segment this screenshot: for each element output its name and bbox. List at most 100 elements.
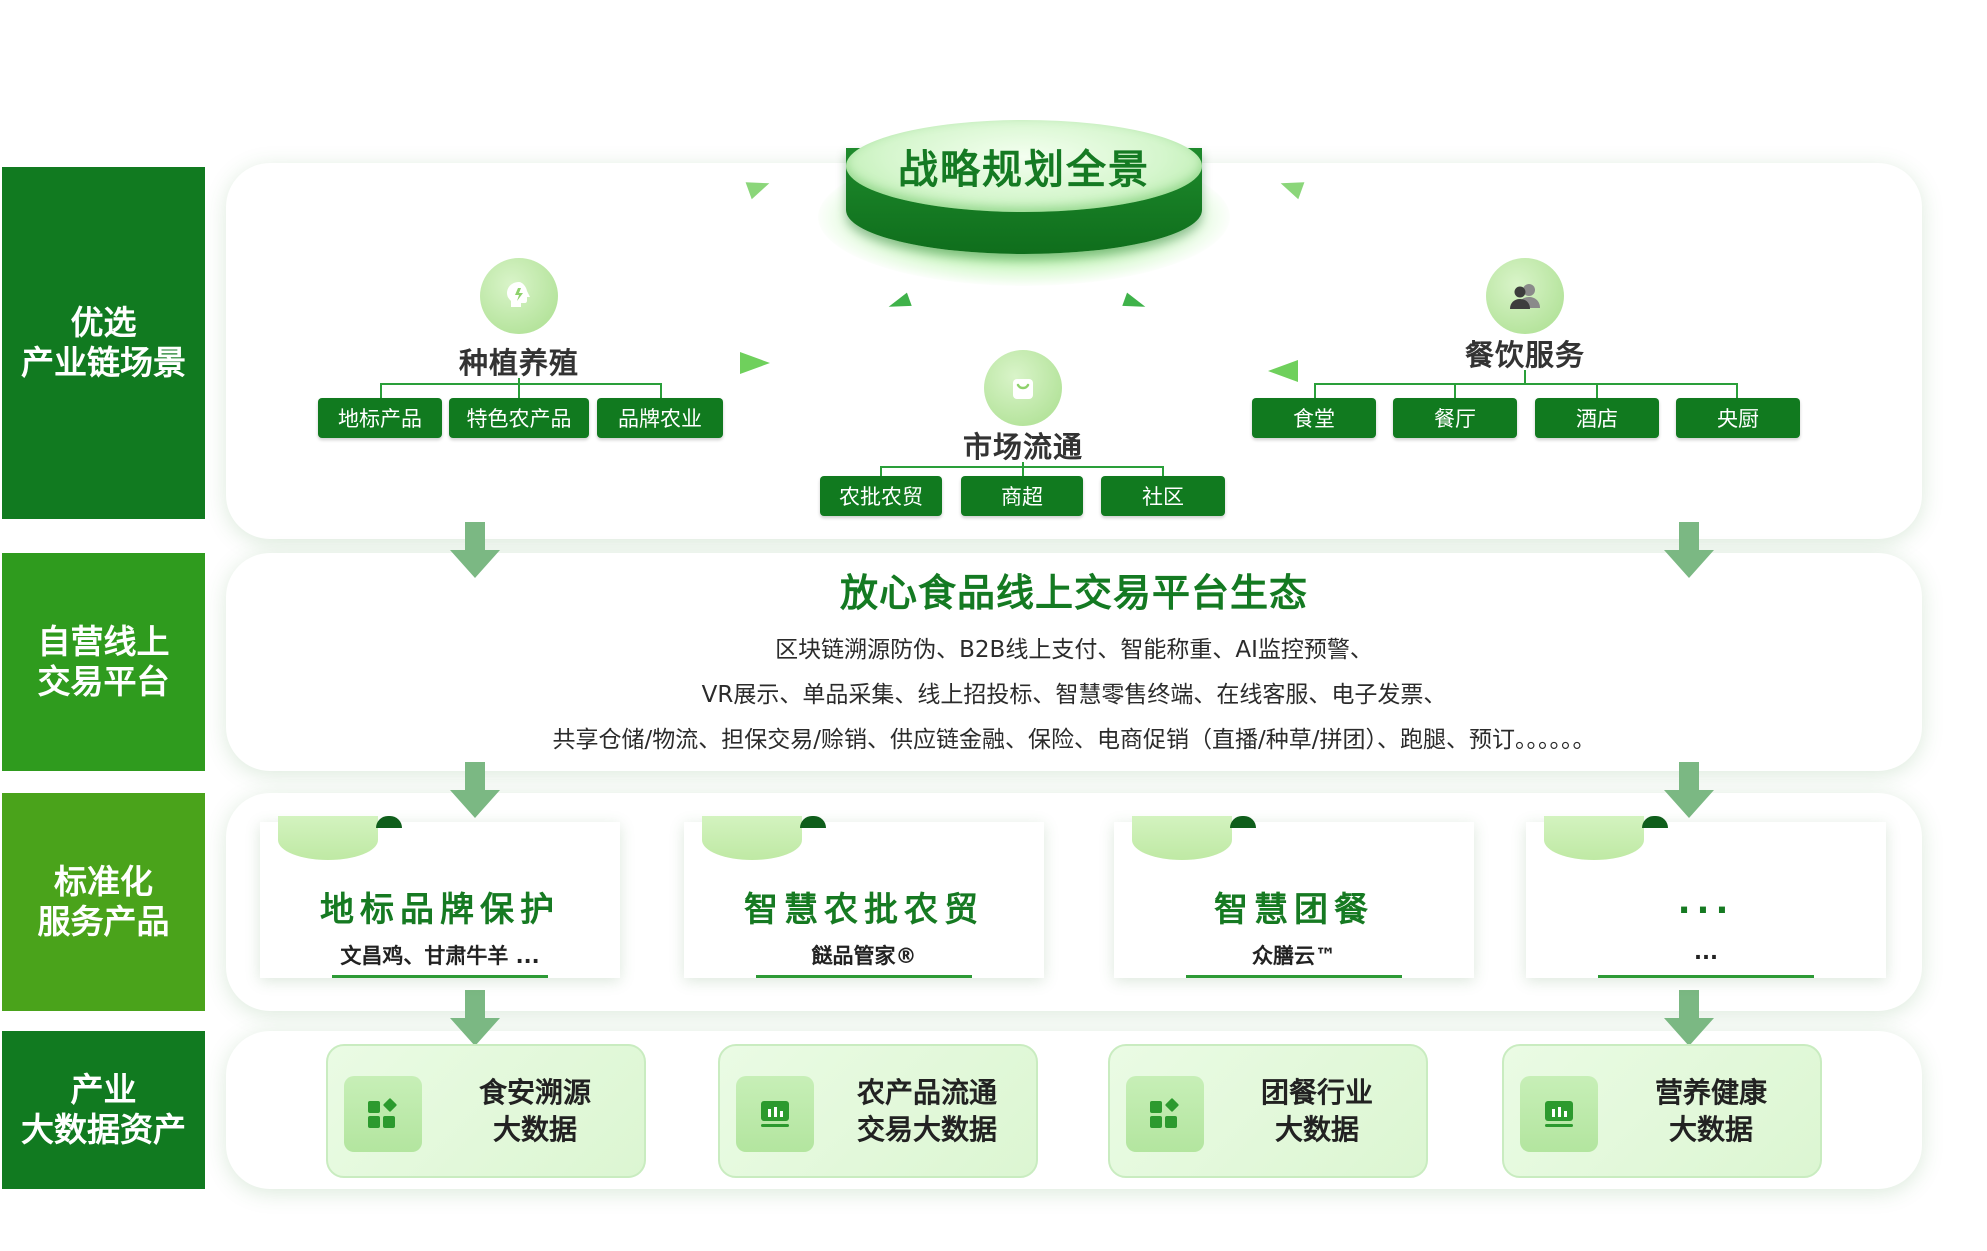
product-card: 智慧团餐 众膳云™ bbox=[1114, 816, 1474, 978]
connector-line bbox=[1022, 462, 1024, 468]
product-card: 地标品牌保护 文昌鸡、甘肃牛羊 ... bbox=[260, 816, 620, 978]
product-card: 智慧农批农贸 餸品管家® bbox=[684, 816, 1044, 978]
chart-icon bbox=[1545, 1101, 1573, 1127]
category-label: 交易平台 bbox=[37, 662, 170, 701]
data-asset-tile: 农产品流通交易大数据 bbox=[718, 1044, 1038, 1178]
down-arrow-icon bbox=[450, 522, 500, 578]
ecosystem-line: 共享仓储/物流、担保交易/赊销、供应链金融、保险、电商促销（直播/种草/拼团）、… bbox=[552, 727, 1596, 753]
tile-label: 交易大数据 bbox=[856, 1113, 997, 1146]
catering-bubble bbox=[1486, 258, 1564, 334]
card-underline bbox=[332, 975, 548, 978]
deco-triangle bbox=[1268, 360, 1298, 382]
product-title: 智慧农批农贸 bbox=[744, 890, 984, 930]
connector-line bbox=[660, 383, 662, 399]
category-online-platform: 自营线上交易平台 bbox=[2, 553, 205, 771]
tag-market: 商超 bbox=[961, 476, 1083, 516]
chart-icon bbox=[761, 1101, 789, 1127]
ecosystem-title: 放心食品线上交易平台生态 bbox=[839, 571, 1308, 615]
tile-label: 团餐行业 bbox=[1260, 1076, 1373, 1109]
connector-line bbox=[1314, 383, 1316, 399]
product-title: ... bbox=[1677, 882, 1735, 922]
tag-catering: 酒店 bbox=[1535, 398, 1659, 438]
category-label: 标准化 bbox=[54, 862, 153, 901]
tag-catering: 食堂 bbox=[1252, 398, 1376, 438]
hub-top bbox=[846, 120, 1202, 212]
connector-line bbox=[518, 378, 520, 384]
card-lid-dot bbox=[1642, 816, 1668, 828]
card-underline bbox=[1598, 975, 1814, 978]
market-title: 市场流通 bbox=[962, 430, 1083, 464]
card-lid bbox=[278, 816, 378, 860]
catering-title: 餐饮服务 bbox=[1464, 338, 1585, 372]
panel-platform bbox=[226, 553, 1922, 771]
tile-icon bbox=[1520, 1076, 1598, 1152]
product-subtitle: ... bbox=[1694, 940, 1718, 964]
card-lid bbox=[1132, 816, 1232, 860]
product-title: 地标品牌保护 bbox=[320, 890, 560, 930]
tag-catering: 餐厅 bbox=[1393, 398, 1517, 438]
category-service-products: 标准化服务产品 bbox=[2, 793, 205, 1011]
tag-planting: 品牌农业 bbox=[597, 398, 723, 438]
tile-icon bbox=[344, 1076, 422, 1152]
product-title: 智慧团餐 bbox=[1214, 890, 1374, 930]
down-arrow-icon bbox=[1664, 522, 1714, 578]
card-underline bbox=[756, 975, 972, 978]
down-arrow-icon bbox=[450, 990, 500, 1046]
product-subtitle: 文昌鸡、甘肃牛羊 ... bbox=[340, 944, 540, 968]
card-lid-dot bbox=[1230, 816, 1256, 828]
connector-line bbox=[380, 383, 662, 385]
grid-icon bbox=[368, 1098, 397, 1128]
category-label: 产业链场景 bbox=[21, 343, 186, 382]
category-label: 大数据资产 bbox=[21, 1110, 186, 1149]
product-subtitle: 餸品管家® bbox=[811, 944, 917, 968]
tag-market: 农批农贸 bbox=[820, 476, 942, 516]
category-label: 产业 bbox=[70, 1070, 137, 1109]
connector-line bbox=[1524, 370, 1526, 384]
connector-line bbox=[880, 466, 882, 478]
connector-line bbox=[518, 383, 520, 399]
data-asset-tile: 营养健康大数据 bbox=[1502, 1044, 1822, 1178]
product-card: ... ... bbox=[1526, 816, 1886, 978]
down-arrow-icon bbox=[450, 762, 500, 818]
card-lid-dot bbox=[800, 816, 826, 828]
data-asset-tile: 团餐行业大数据 bbox=[1108, 1044, 1428, 1178]
connector-line bbox=[380, 383, 382, 399]
market-bubble bbox=[984, 350, 1062, 426]
tile-label: 农产品流通 bbox=[856, 1076, 997, 1109]
category-data-assets: 产业大数据资产 bbox=[2, 1031, 205, 1189]
product-subtitle: 众膳云™ bbox=[1252, 944, 1336, 968]
tile-label: 营养健康 bbox=[1654, 1076, 1767, 1109]
tile-icon bbox=[736, 1076, 814, 1152]
users-icon bbox=[1510, 284, 1540, 309]
tag-planting: 地标产品 bbox=[318, 398, 442, 438]
planting-bubble bbox=[480, 258, 558, 334]
tile-label: 大数据 bbox=[1274, 1113, 1359, 1146]
category-industry-chain: 优选产业链场景 bbox=[2, 167, 205, 519]
connector-line bbox=[1596, 383, 1598, 399]
tag-market: 社区 bbox=[1101, 476, 1225, 516]
card-lid-dot bbox=[376, 816, 402, 828]
bag-icon bbox=[1013, 379, 1033, 399]
down-arrow-icon bbox=[1664, 990, 1714, 1046]
tag-planting: 特色农产品 bbox=[449, 398, 589, 438]
category-label: 自营线上 bbox=[37, 622, 170, 661]
connector-line bbox=[1162, 466, 1164, 478]
tile-label: 大数据 bbox=[492, 1113, 577, 1146]
connector-line bbox=[1022, 466, 1024, 478]
deco-triangle bbox=[740, 352, 770, 374]
connector-line bbox=[1454, 383, 1456, 399]
connector-line bbox=[1736, 383, 1738, 399]
connector-line bbox=[1314, 383, 1738, 385]
tag-catering: 央厨 bbox=[1676, 398, 1800, 438]
ecosystem-line: VR展示、单品采集、线上招投标、智慧零售终端、在线客服、电子发票、 bbox=[701, 682, 1447, 708]
hub-title: 战略规划全景 bbox=[898, 147, 1150, 193]
down-arrow-icon bbox=[1664, 762, 1714, 818]
tile-icon bbox=[1126, 1076, 1204, 1152]
category-label: 优选 bbox=[70, 303, 137, 342]
planting-title: 种植养殖 bbox=[458, 346, 579, 380]
lightbulb-head-icon bbox=[507, 282, 530, 307]
tile-label: 食安溯源 bbox=[478, 1076, 591, 1109]
grid-icon bbox=[1150, 1098, 1179, 1128]
category-label: 服务产品 bbox=[37, 902, 170, 941]
card-underline bbox=[1186, 975, 1402, 978]
